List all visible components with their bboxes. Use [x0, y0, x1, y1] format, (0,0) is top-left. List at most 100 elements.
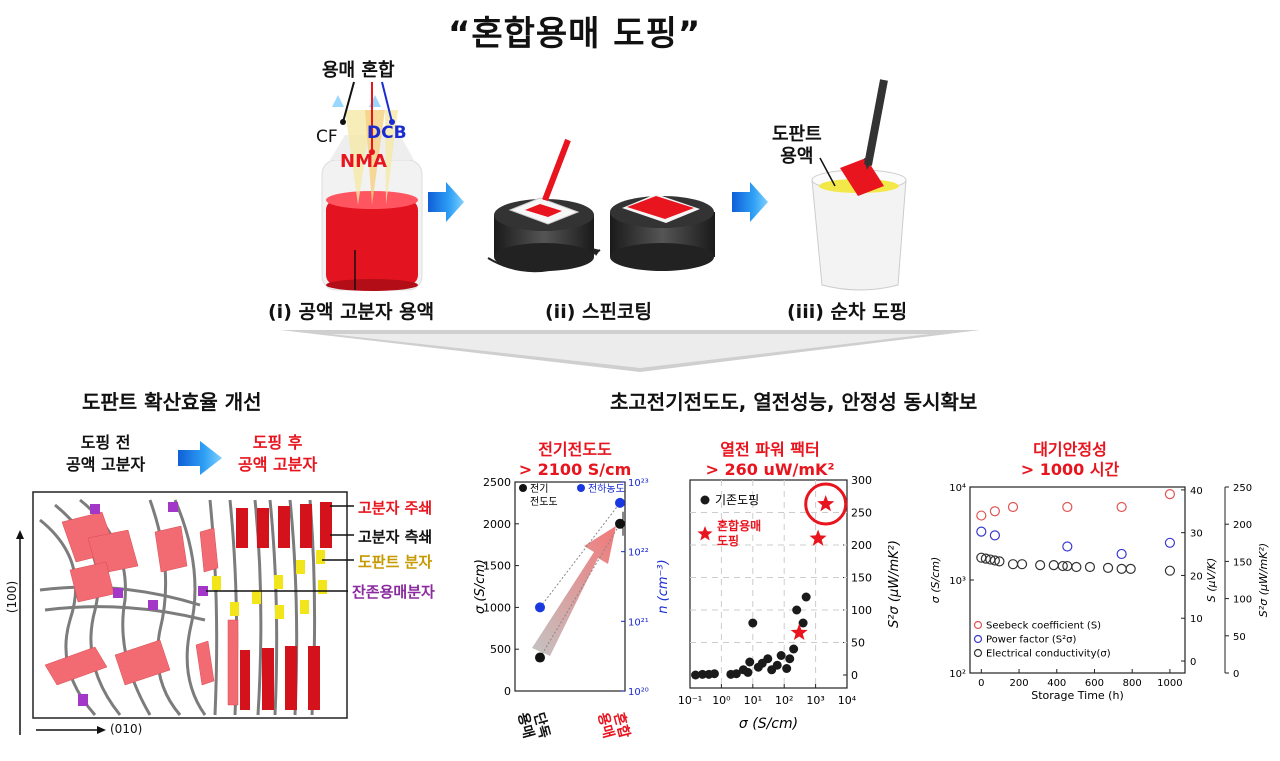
arrow-right-icon	[732, 182, 768, 222]
conductivity-point	[1102, 562, 1114, 574]
y-mid-axis-label: S (μV/K)	[1205, 558, 1218, 603]
y-right-axis-label: S²σ (μW/mK²)	[1257, 543, 1270, 617]
y-tick-label: 0	[504, 685, 511, 698]
legend-label: 혼합용매	[717, 518, 761, 533]
chart1-title: 전기전도도 > 2100 S/cm	[518, 440, 632, 479]
y-mid-tick-label: 0	[1190, 657, 1196, 668]
y-tick-label: 10³	[949, 576, 966, 587]
conventional-point	[748, 618, 758, 628]
solution-bottle	[321, 81, 423, 291]
power-factor-point	[976, 526, 987, 537]
x-tick-label: 10²	[775, 694, 793, 707]
right-section-title: 초고전기전도도, 열전성능, 안정성 동시확보	[610, 390, 978, 414]
conductivity-point	[1048, 560, 1059, 571]
merge-arrow-icon	[280, 330, 980, 372]
legend-marker	[577, 484, 585, 492]
legend-marker	[697, 526, 713, 541]
conductivity-point	[1116, 563, 1127, 574]
y-mid-tick-label: 20	[1190, 571, 1203, 582]
y-tick-label: 2500	[483, 478, 511, 489]
seebeck-point	[976, 510, 987, 521]
x-tick-label: 600	[1085, 678, 1104, 689]
legend-label: Seebeck coefficient (S)	[986, 621, 1101, 632]
conventional-point	[709, 669, 719, 679]
y-mid-tick-label: 30	[1190, 529, 1203, 540]
legend-label: 전하농도	[588, 482, 625, 495]
x-tick-label: 10³	[806, 694, 824, 707]
legend-marker	[973, 648, 983, 658]
legend-side-chain: 고분자 측쇄	[358, 528, 433, 546]
after-doping-label: 도핑 후 공액 고분자	[238, 433, 318, 474]
axis-100-label: (100)	[5, 580, 20, 614]
x-tick-label: 10⁴	[838, 694, 857, 707]
y-tick-label: 1500	[483, 560, 511, 573]
conventional-point	[801, 592, 811, 602]
chart2-title: 열전 파워 팩터 > 260 uW/mK²	[705, 440, 835, 479]
y-tick-label: 10²	[949, 669, 966, 680]
y-right-tick-label: 200	[1233, 520, 1252, 531]
axis-010-label: (010)	[110, 722, 143, 736]
x-tick-label: 10¹	[744, 694, 762, 707]
conventional-point	[792, 605, 802, 615]
y-tick-label: 1000	[483, 601, 511, 614]
legend-label: 전기	[530, 483, 548, 495]
x-axis-label: σ (S/cm)	[739, 716, 798, 732]
legend-marker	[519, 484, 527, 492]
conventional-point	[785, 654, 795, 664]
power-factor-point	[1116, 548, 1127, 560]
y-right-tick-label: 10²³	[628, 478, 649, 489]
chart3-title: 대기안정성 > 1000 시간	[1020, 440, 1120, 479]
conductivity-point	[989, 555, 1000, 566]
conventional-point	[745, 657, 755, 667]
category-label: 용매	[514, 711, 536, 740]
seebeck-point	[1164, 489, 1176, 500]
y-right-axis-label: n (cm⁻³)	[656, 559, 671, 613]
conductivity-point	[1125, 563, 1136, 574]
seebeck-point	[1116, 501, 1127, 513]
conventional-point	[731, 669, 741, 679]
step-2-label: (ii) 스핀코팅	[545, 301, 652, 323]
power-factor-point	[1164, 537, 1176, 548]
series-line	[539, 523, 621, 658]
conventional-point	[772, 660, 782, 670]
conductivity-point	[535, 652, 545, 663]
conventional-point	[763, 654, 773, 664]
conductivity-point	[1084, 561, 1096, 573]
conventional-point	[691, 670, 701, 680]
legend-main-chain: 고분자 주쇄	[358, 499, 433, 517]
step-1-label: (i) 공액 고분자 용액	[268, 301, 435, 323]
x-tick-label: 10⁰	[712, 694, 731, 707]
spin-coater	[487, 138, 715, 273]
legend-marker	[973, 620, 983, 630]
carrier-point	[615, 497, 625, 508]
conventional-point	[798, 618, 808, 628]
seebeck-point	[989, 506, 1000, 517]
plot-frame	[689, 479, 848, 689]
legend-label: 기존도핑	[715, 493, 759, 507]
dopant-solution-label: 도판트 용액	[772, 124, 822, 167]
y-tick-label: 10⁴	[949, 483, 966, 494]
legend-residual-solvent: 잔존용매분자	[352, 583, 435, 601]
y-axis-label: σ (S/cm)	[929, 557, 942, 604]
y-tick-label: 0	[851, 669, 858, 682]
process-illustration	[280, 79, 980, 372]
carrier-point	[535, 602, 545, 613]
arrow-right-icon	[428, 182, 464, 222]
power-factor-point	[989, 530, 1000, 541]
plot-frame	[514, 481, 626, 692]
conventional-point	[743, 667, 753, 677]
highlight-circle	[804, 482, 848, 526]
y-tick-label: 150	[851, 572, 872, 585]
x-tick-label: 0	[978, 678, 984, 689]
y-right-tick-label: 100	[1233, 595, 1252, 606]
conventional-point	[776, 651, 786, 660]
category-label: 혼합	[610, 711, 633, 740]
solvent-cf: CF	[316, 127, 338, 147]
conductivity-point	[1164, 565, 1176, 576]
power-factor-point	[1062, 541, 1073, 552]
left-section-title: 도판트 확산효율 개선	[82, 390, 262, 414]
y-tick-label: 200	[851, 539, 872, 552]
conductivity-point	[1016, 559, 1028, 570]
